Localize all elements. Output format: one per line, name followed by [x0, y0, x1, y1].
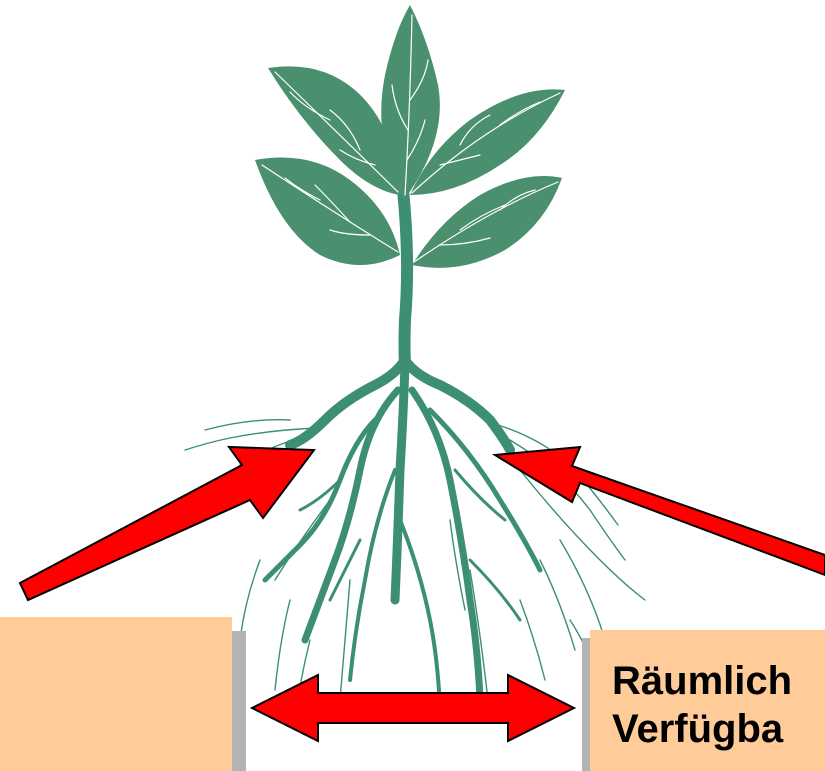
- right-label-box: Räumlich Verfügba: [590, 630, 825, 771]
- left-label-face: [0, 617, 232, 771]
- double-arrow: [252, 675, 574, 741]
- right-label-line1: Räumlich: [612, 658, 792, 704]
- stem: [403, 190, 407, 365]
- right-label-line2: Verfügba: [612, 706, 783, 752]
- arrow-right-root: [495, 447, 825, 575]
- left-label-box: [0, 617, 250, 771]
